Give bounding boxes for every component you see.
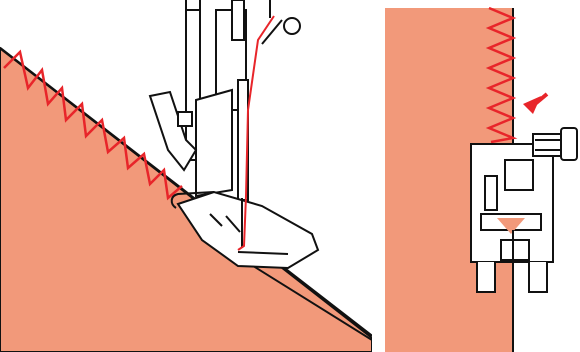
press-arrow-icon (523, 94, 547, 114)
front-view-illustration (385, 0, 580, 352)
side-view-panel (0, 0, 372, 352)
side-view-illustration (0, 0, 372, 352)
front-view-panel (385, 0, 580, 352)
presser-foot-front (471, 128, 577, 292)
